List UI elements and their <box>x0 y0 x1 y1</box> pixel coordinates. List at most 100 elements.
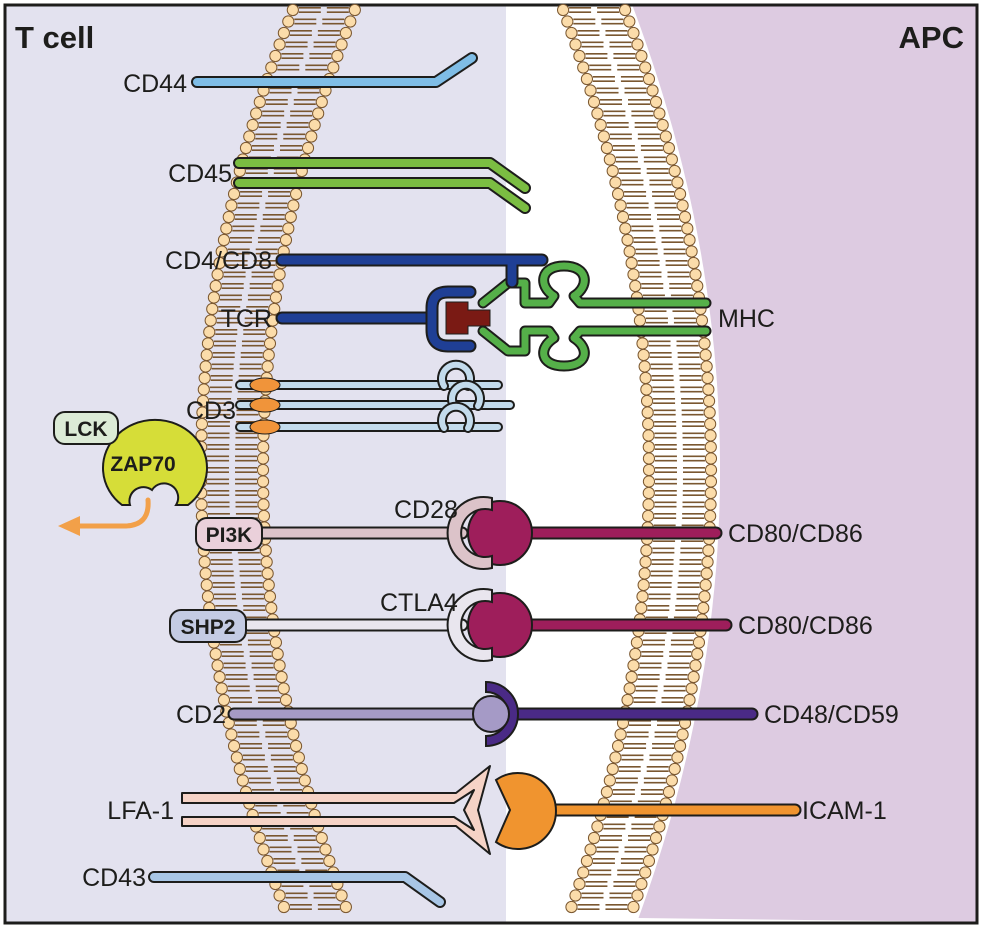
t-cell-membrane-lipid-tail <box>237 731 260 738</box>
apc-membrane-lipid-tail <box>652 191 675 197</box>
t-cell-membrane-lipid-tail <box>221 651 244 657</box>
apc-membrane-lipid-head <box>637 578 650 592</box>
apc-membrane-lipid-tail <box>683 467 705 473</box>
apc-membrane-lipid-tail <box>637 674 660 680</box>
lfa1-integrin <box>181 765 491 855</box>
t-cell-membrane-lipid-tail <box>322 18 345 25</box>
apc-membrane-lipid-tail <box>682 455 705 462</box>
apc-membrane-lipid-head <box>704 475 718 488</box>
cd45-label: CD45 <box>168 160 232 188</box>
t-cell-membrane-lipid-tail <box>243 605 266 611</box>
apc-membrane-lipid-tail <box>615 777 638 784</box>
zap70-label: ZAP70 <box>110 453 175 476</box>
apc-membrane-lipid-head <box>614 728 627 741</box>
apc-membrane-lipid-tail <box>669 651 692 657</box>
t-cell-membrane-lipid-head <box>256 475 270 488</box>
apc-membrane-lipid-head <box>642 854 656 868</box>
t-cell-membrane-lipid-tail <box>207 478 230 485</box>
lfa1-label: LFA-1 <box>107 797 174 825</box>
apc-membrane-lipid-head <box>637 348 650 362</box>
t-cell-membrane-lipid-head <box>292 751 305 764</box>
apc-membrane-lipid-head <box>584 843 597 856</box>
apc-membrane-lipid-head <box>704 498 717 511</box>
apc-title: APC <box>899 20 964 55</box>
t-cell-membrane-lipid-tail <box>297 846 320 853</box>
apc-membrane-lipid-head <box>683 693 696 707</box>
t-cell-membrane-lipid-tail <box>253 260 276 266</box>
t-cell-membrane-lipid-head <box>277 900 290 914</box>
t-cell-membrane-lipid-tail <box>255 133 278 140</box>
apc-membrane-lipid-head <box>573 877 586 891</box>
apc-membrane-lipid-tail <box>678 363 701 370</box>
t-cell-membrane-lipid-tail <box>305 64 328 71</box>
t-cell-membrane-lipid-tail <box>326 7 349 13</box>
cd3-itam-tail <box>249 397 281 413</box>
apc-membrane-lipid-head <box>640 394 654 408</box>
apc-membrane-lipid-tail <box>609 892 632 899</box>
diagram-frame <box>3 3 979 925</box>
apc-membrane-lipid-head <box>569 38 582 51</box>
apc-membrane-lipid-head <box>639 61 652 74</box>
apc-membrane-lipid-tail <box>596 846 619 853</box>
t-cell-membrane-lipid-head <box>197 383 210 396</box>
t-cell-membrane-lipid-tail <box>242 754 265 761</box>
apc-membrane-lipid-tail <box>621 754 644 761</box>
t-cell-membrane-lipid-head <box>315 95 328 109</box>
t-cell-membrane-lipid-tail <box>218 306 241 312</box>
apc-membrane-lipid-tail <box>654 202 677 209</box>
apc-membrane-lipid-head <box>704 440 717 454</box>
apc-membrane-lipid-tail <box>682 513 705 519</box>
t-cell-membrane-lipid-head <box>263 590 277 603</box>
lfa1-icam1-pair <box>181 765 802 855</box>
t-cell-membrane-lipid-head <box>213 670 226 684</box>
t-cell-membrane-lipid-tail <box>285 892 308 899</box>
cd28-cd80-pair <box>255 496 723 570</box>
apc-membrane-lipid-head <box>621 233 634 247</box>
t-cell-membrane-lipid-tail <box>246 306 269 312</box>
t-cell-membrane-lipid-head <box>256 463 270 477</box>
apc-membrane-lipid-tail <box>631 823 654 830</box>
t-cell-membrane-lipid-tail <box>285 41 308 48</box>
t-cell-membrane-lipid-head <box>213 256 226 270</box>
t-cell-membrane-lipid-tail <box>235 501 258 508</box>
apc-membrane-lipid-head <box>565 900 578 914</box>
apc-membrane-lipid-tail <box>592 858 615 864</box>
t-cell-membrane-lipid-head <box>217 693 231 707</box>
apc-membrane-lipid-head <box>577 61 590 74</box>
t-cell-membrane-lipid-head <box>312 107 325 120</box>
t-cell-membrane-lipid-head <box>204 314 217 327</box>
t-cell-membrane-lipid-tail <box>212 352 235 358</box>
apc-membrane-lipid-head <box>627 268 640 281</box>
apc-membrane-lipid-tail <box>654 421 677 427</box>
t-cell-membrane-lipid-head <box>200 578 213 592</box>
apc-membrane-lipid-head <box>683 233 696 247</box>
t-cell-membrane-lipid-head <box>246 118 259 132</box>
t-cell-membrane-lipid-head <box>335 889 348 902</box>
zap70-enzyme <box>102 418 208 506</box>
apc-membrane-lipid-head <box>659 130 672 143</box>
t-cell-membrane-lipid-head <box>263 337 277 350</box>
t-cell-membrane-lipid-head <box>284 210 297 224</box>
apc-membrane-lipid-tail <box>654 478 677 485</box>
apc-membrane-lipid-tail <box>573 18 596 25</box>
apc-membrane-lipid-head <box>640 544 653 557</box>
apc-membrane-lipid-head <box>653 107 666 120</box>
t-cell-membrane-lipid-tail <box>212 582 235 588</box>
apc-membrane-lipid-tail <box>600 835 623 841</box>
apc-membrane-lipid-head <box>671 751 684 764</box>
apc-membrane-lipid-tail <box>680 547 703 554</box>
apc-membrane-lipid-head <box>614 199 627 212</box>
apc-membrane-lipid-head <box>618 3 632 17</box>
t-cell-membrane-lipid-head <box>207 291 221 304</box>
apc-membrane-lipid-head <box>640 383 653 396</box>
apc-membrane-lipid-head <box>600 785 614 799</box>
apc-membrane-lipid-tail <box>633 237 656 243</box>
apc-membrane-lipid-head <box>704 429 717 442</box>
t-cell-membrane-lipid-head <box>236 774 249 787</box>
t-cell-membrane-lipid-head <box>262 348 275 362</box>
apc-membrane-lipid-head <box>627 26 640 40</box>
t-cell-membrane-lipid-head <box>203 325 216 339</box>
apc-membrane-lipid-head <box>600 141 614 155</box>
apc-membrane-lipid-tail <box>676 593 699 600</box>
